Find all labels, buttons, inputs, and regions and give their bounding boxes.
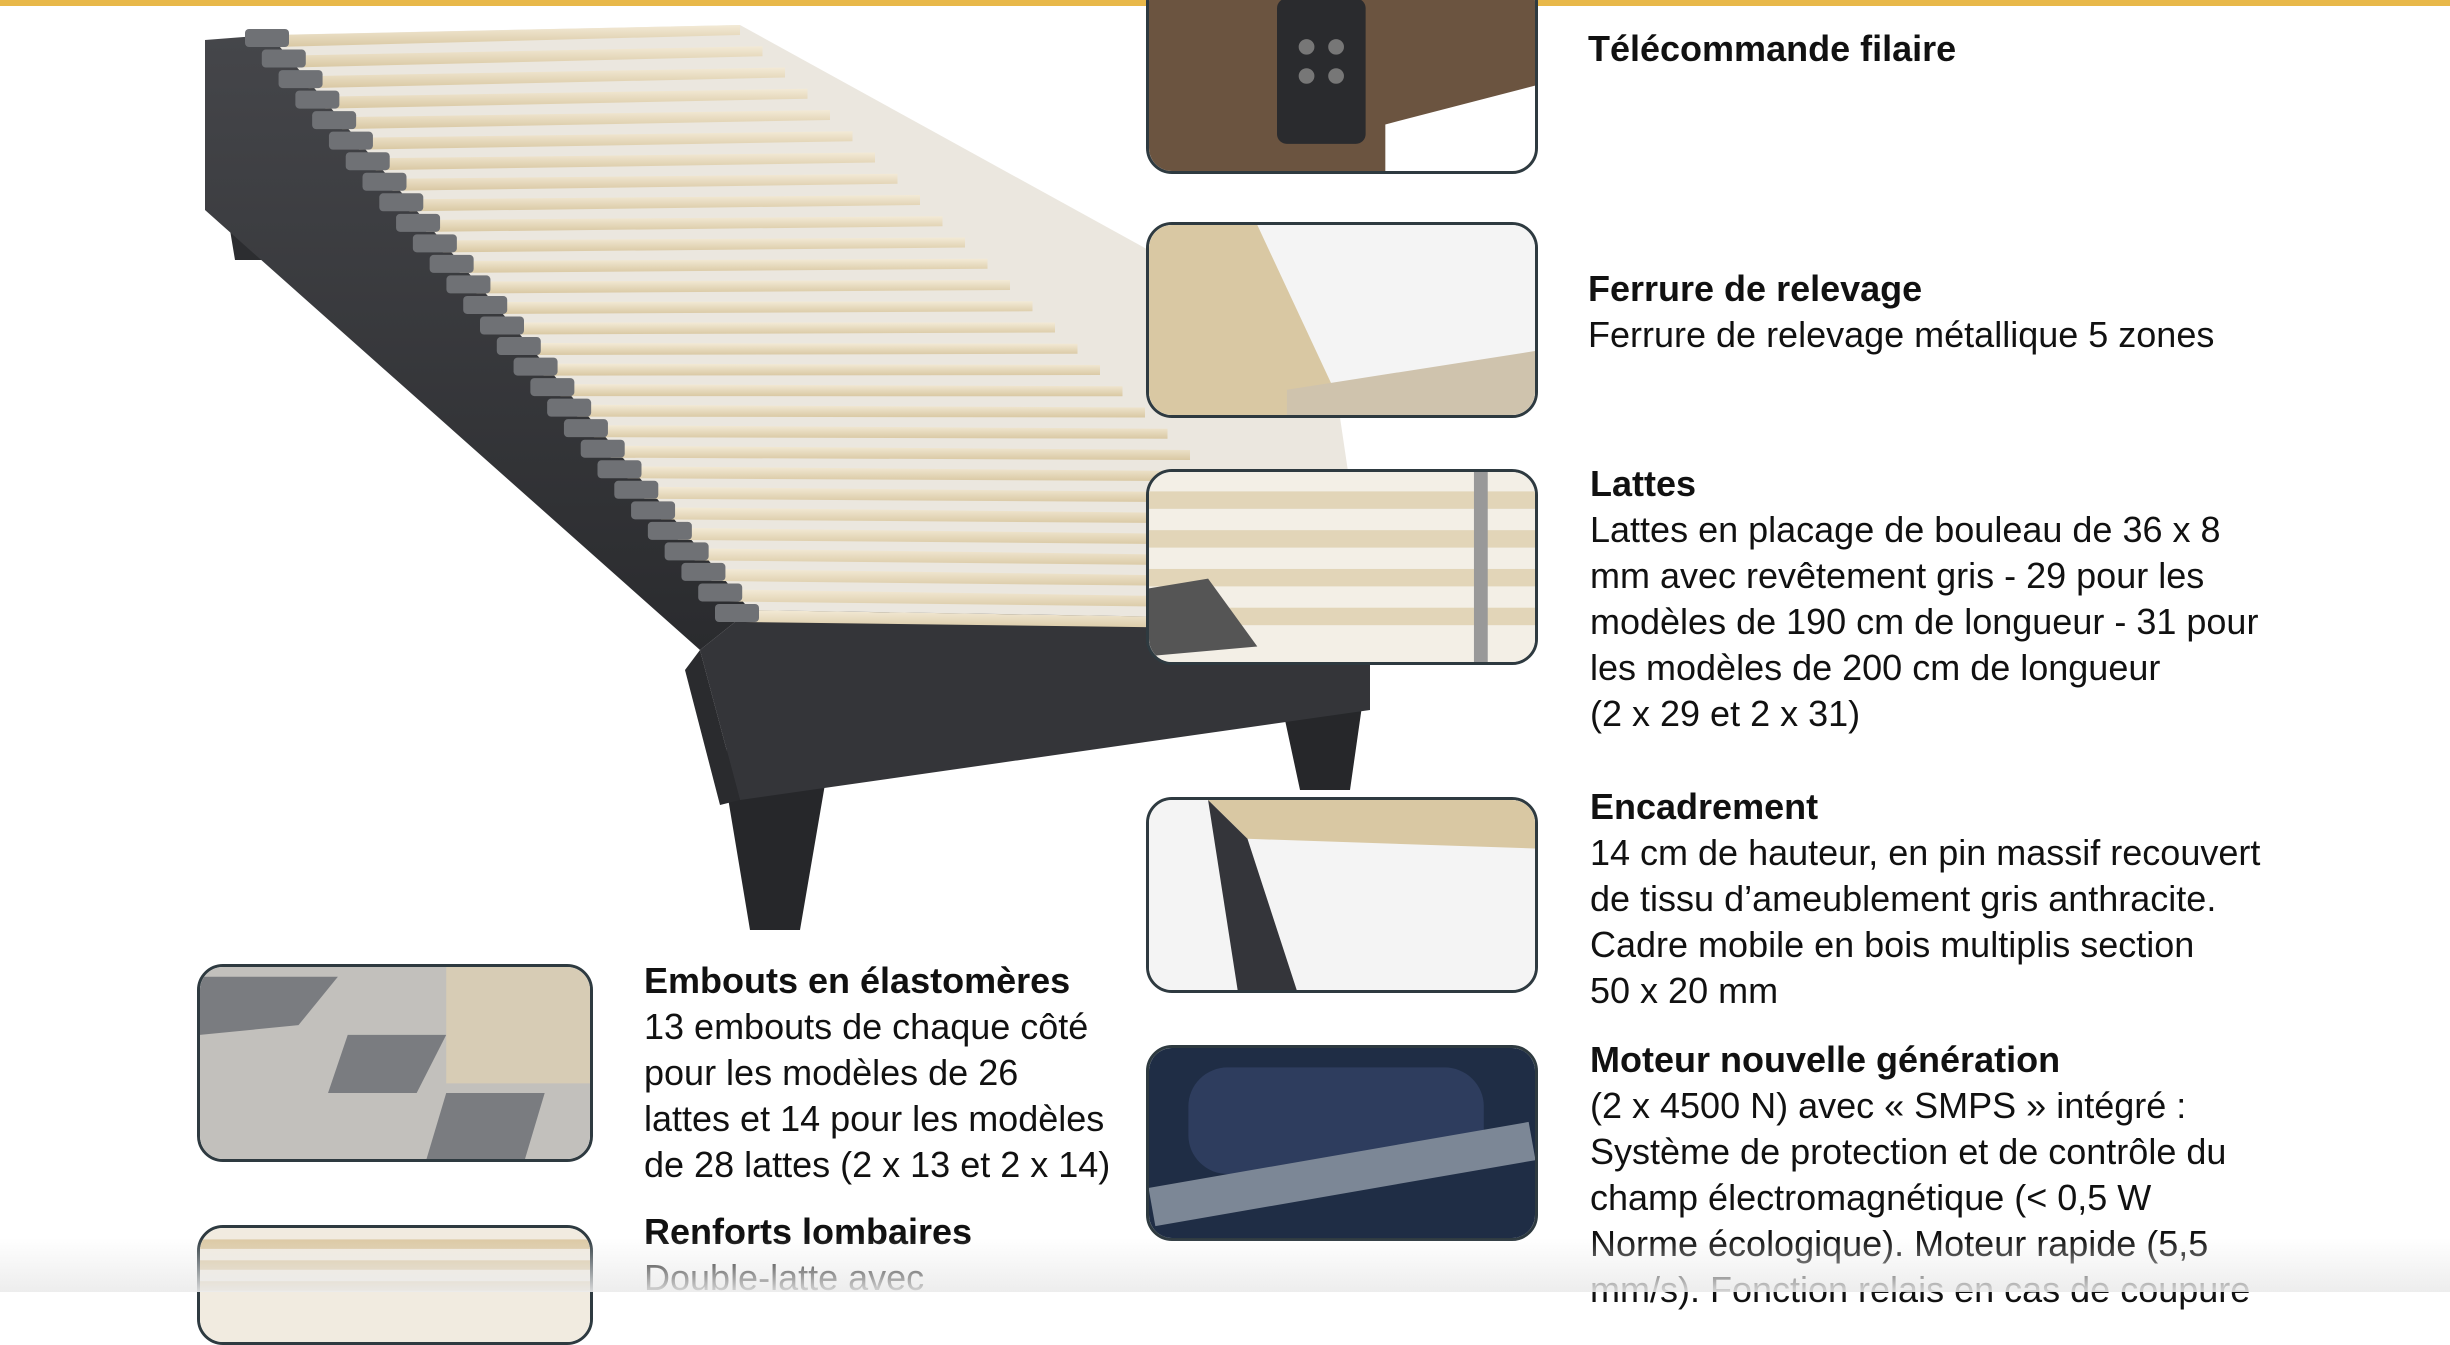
feature-text: (2 x 4500 N) avec « SMPS » intégré : bbox=[1590, 1085, 2187, 1126]
feature-text: 50 x 20 mm bbox=[1590, 970, 1779, 1011]
lift-bracket-photo bbox=[1146, 222, 1538, 418]
feature-title: Télécommande filaire bbox=[1588, 28, 1957, 69]
slat bbox=[476, 280, 1010, 294]
slat bbox=[577, 404, 1145, 418]
slat bbox=[560, 384, 1123, 397]
elastomer-cap bbox=[530, 378, 575, 397]
feature-title: Ferrure de relevage bbox=[1588, 268, 1923, 309]
feature-text: Lattes en placage de bouleau de 36 x 8 bbox=[1590, 509, 2221, 550]
feature-text: de 28 lattes (2 x 13 et 2 x 14) bbox=[644, 1144, 1111, 1185]
elastomer-cap bbox=[446, 275, 491, 294]
frame-photo bbox=[1146, 797, 1538, 993]
slat bbox=[510, 322, 1055, 335]
slat bbox=[610, 445, 1190, 460]
feature-text: les modèles de 200 cm de longueur bbox=[1590, 647, 2161, 688]
slat bbox=[677, 527, 1280, 545]
feature-text: 13 embouts de chaque côté bbox=[644, 1006, 1089, 1047]
elastomer-cap bbox=[580, 439, 625, 458]
elastomer-cap bbox=[614, 480, 659, 499]
elastomer-cap bbox=[664, 542, 709, 561]
elastomer-cap bbox=[278, 70, 323, 89]
feature-text: mm avec revêtement gris - 29 pour les bbox=[1590, 555, 2205, 596]
slat bbox=[661, 507, 1258, 524]
elastomer-cap bbox=[261, 49, 306, 68]
feature-title: Encadrement bbox=[1590, 786, 1819, 827]
slat bbox=[275, 25, 740, 47]
feature-text: de tissu d’ameublement gris anthracite. bbox=[1590, 878, 2217, 919]
slat bbox=[526, 343, 1078, 356]
feature-title: Moteur nouvelle génération bbox=[1590, 1039, 2061, 1080]
slat bbox=[593, 425, 1168, 439]
elastomer-cap bbox=[480, 316, 524, 335]
slat bbox=[342, 110, 830, 130]
elastomer-cap bbox=[647, 521, 692, 540]
motor-photo bbox=[1146, 1045, 1538, 1241]
slat bbox=[325, 88, 808, 109]
elastomer-cap bbox=[513, 357, 558, 376]
slat bbox=[493, 301, 1033, 314]
slat bbox=[627, 466, 1213, 482]
feature-caps: Embouts en élastomères 13 embouts de cha… bbox=[644, 958, 1110, 1188]
elastomer-cap bbox=[295, 90, 340, 109]
slat bbox=[291, 46, 763, 68]
bed-base-image bbox=[180, 10, 1380, 940]
elastomer-cap bbox=[362, 172, 407, 191]
feature-lift: Ferrure de relevage Ferrure de relevage … bbox=[1588, 266, 2214, 358]
elastomer-cap bbox=[245, 29, 289, 47]
feature-text: pour les modèles de 26 bbox=[644, 1052, 1019, 1093]
elastomer-cap bbox=[429, 254, 474, 273]
elastomer-cap bbox=[715, 604, 759, 622]
elastomer-cap bbox=[328, 131, 373, 150]
feature-remote: Télécommande filaire bbox=[1588, 26, 1956, 72]
elastomer-cap bbox=[312, 111, 357, 130]
bottom-fade bbox=[0, 1238, 2450, 1292]
feature-text: (2 x 29 et 2 x 31) bbox=[1590, 693, 1861, 734]
slat bbox=[358, 131, 853, 150]
elastomer-cap bbox=[396, 213, 441, 232]
slat bbox=[375, 152, 875, 171]
slat bbox=[426, 216, 943, 232]
elastomer-cap bbox=[597, 460, 642, 479]
slat bbox=[644, 486, 1235, 503]
elastomer-cap bbox=[631, 501, 676, 520]
elastomer-cap bbox=[698, 583, 743, 602]
elastomer-cap bbox=[463, 295, 508, 314]
elastomer-cap bbox=[412, 234, 457, 253]
feature-text: modèles de 190 cm de longueur - 31 pour bbox=[1590, 601, 2259, 642]
elastomer-cap bbox=[547, 398, 592, 417]
slat bbox=[308, 67, 785, 89]
feature-text: Cadre mobile en bois multiplis section bbox=[1590, 924, 2195, 965]
slat bbox=[392, 173, 898, 191]
elastomer-cap bbox=[563, 419, 608, 438]
elastomer-cap bbox=[681, 562, 726, 581]
feature-text: lattes et 14 pour les modèles bbox=[644, 1098, 1105, 1139]
slat bbox=[543, 363, 1100, 376]
slat bbox=[459, 258, 988, 273]
feature-text: champ électromagnétique (< 0,5 W bbox=[1590, 1177, 2152, 1218]
elastomer-caps-photo bbox=[197, 964, 593, 1162]
elastomer-cap bbox=[379, 193, 424, 212]
feature-text: Ferrure de relevage métallique 5 zones bbox=[1588, 314, 2215, 355]
elastomer-cap bbox=[496, 337, 541, 356]
feature-title: Lattes bbox=[1590, 463, 1697, 504]
feature-text: 14 cm de hauteur, en pin massif recouver… bbox=[1590, 832, 2261, 873]
feature-title: Embouts en élastomères bbox=[644, 960, 1071, 1001]
feature-frame: Encadrement 14 cm de hauteur, en pin mas… bbox=[1590, 784, 2260, 1014]
feature-text: Système de protection et de contrôle du bbox=[1590, 1131, 2227, 1172]
slats-photo bbox=[1146, 469, 1538, 665]
feature-slats: Lattes Lattes en placage de bouleau de 3… bbox=[1590, 461, 2258, 737]
slat bbox=[409, 195, 920, 212]
elastomer-cap bbox=[345, 152, 390, 171]
remote-control-photo bbox=[1146, 0, 1538, 174]
slat bbox=[442, 237, 965, 253]
